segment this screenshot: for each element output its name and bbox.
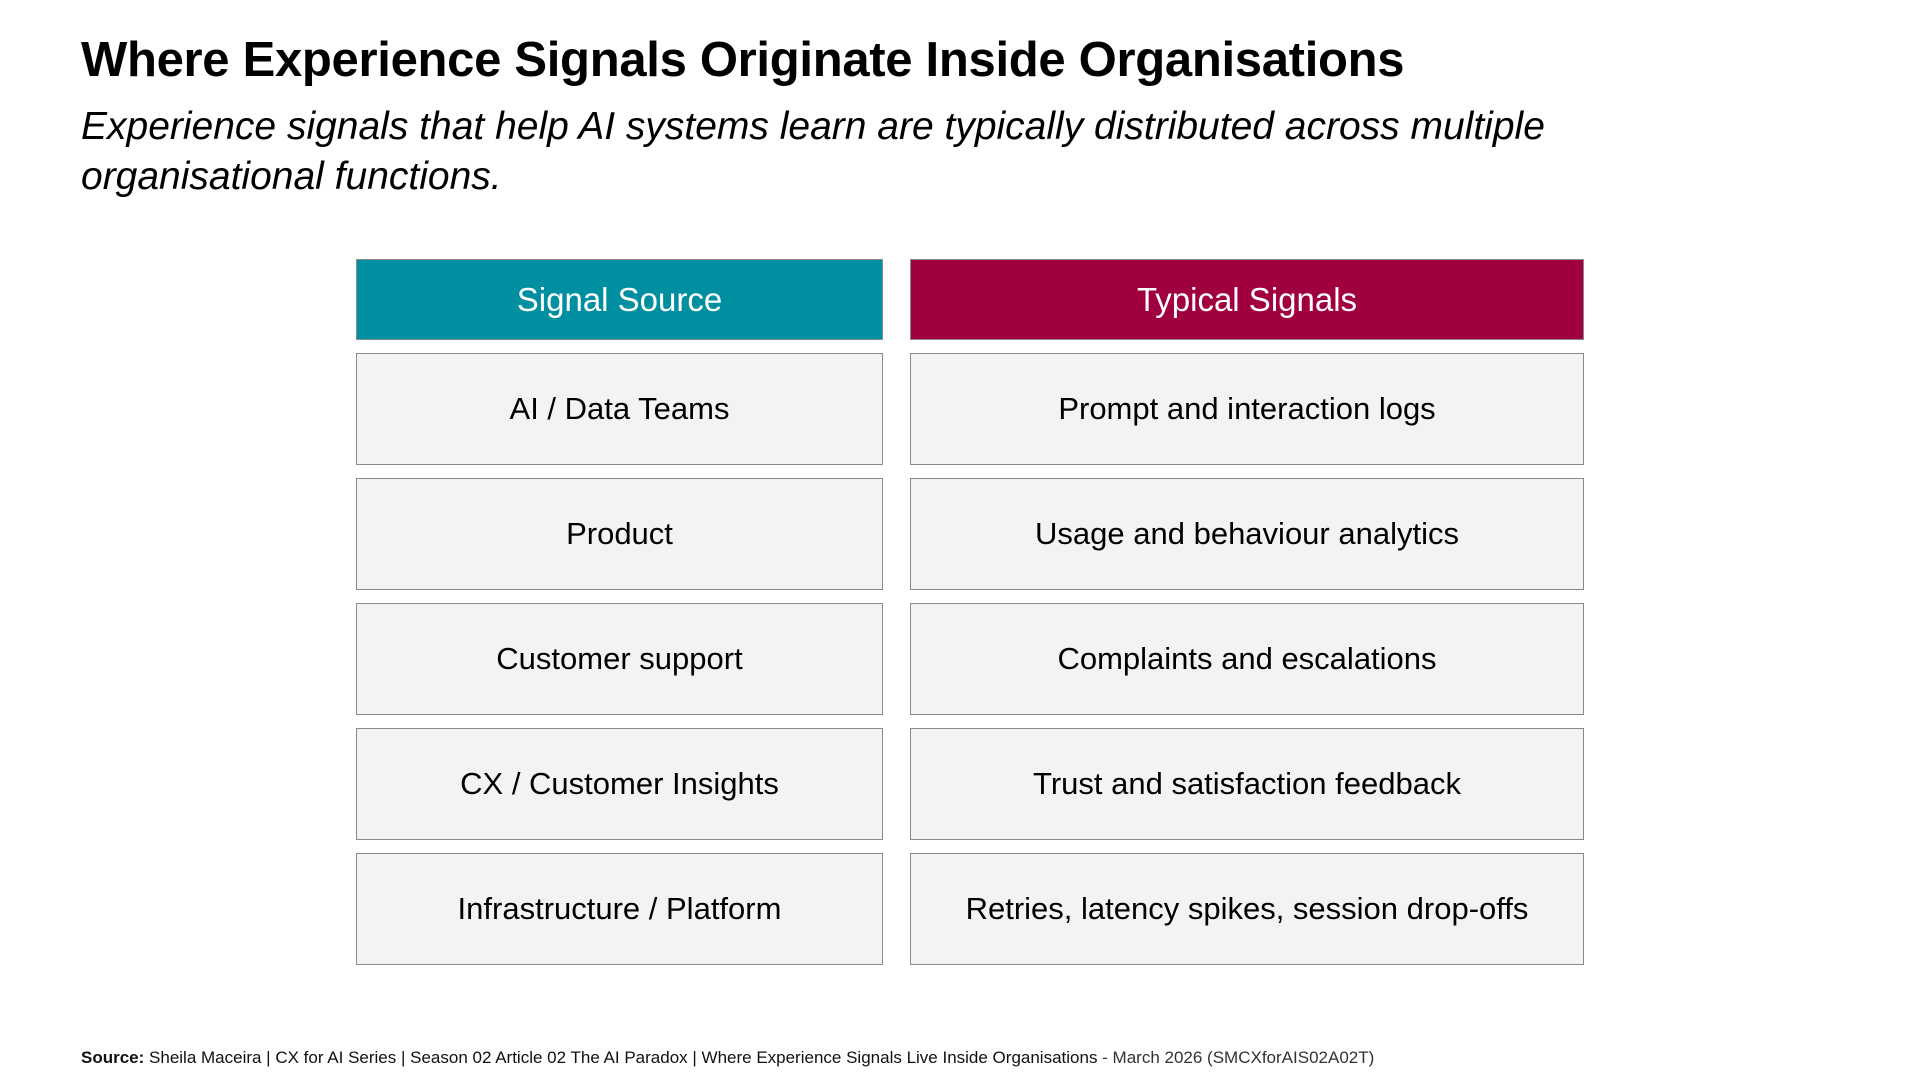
slide-subtitle: Experience signals that help AI systems … xyxy=(81,105,1545,198)
signal-cell: Complaints and escalations xyxy=(910,603,1584,715)
signal-cell: Prompt and interaction logs xyxy=(910,353,1584,465)
typical-signals-column: Typical Signals Prompt and interaction l… xyxy=(910,259,1584,965)
slide-title: Where Experience Signals Originate Insid… xyxy=(81,33,1405,87)
typical-signals-header: Typical Signals xyxy=(910,259,1584,340)
source-footer: Source: Sheila Maceira | CX for AI Serie… xyxy=(81,1048,1374,1068)
source-cell: CX / Customer Insights xyxy=(356,728,883,840)
footer-source-text: Sheila Maceira | CX for AI Series | Seas… xyxy=(144,1048,1098,1067)
footer-source-label: Source: xyxy=(81,1048,145,1067)
footer-date: - March 2026 (SMCXforAIS02A02T) xyxy=(1097,1048,1375,1067)
source-cell: AI / Data Teams xyxy=(356,353,883,465)
signal-source-header: Signal Source xyxy=(356,259,883,340)
source-cell: Infrastructure / Platform xyxy=(356,853,883,965)
source-cell: Product xyxy=(356,478,883,590)
signal-cell: Retries, latency spikes, session drop-of… xyxy=(910,853,1584,965)
signal-source-column: Signal Source AI / Data Teams Product Cu… xyxy=(356,259,883,965)
signal-cell: Trust and satisfaction feedback xyxy=(910,728,1584,840)
source-cell: Customer support xyxy=(356,603,883,715)
signal-cell: Usage and behaviour analytics xyxy=(910,478,1584,590)
